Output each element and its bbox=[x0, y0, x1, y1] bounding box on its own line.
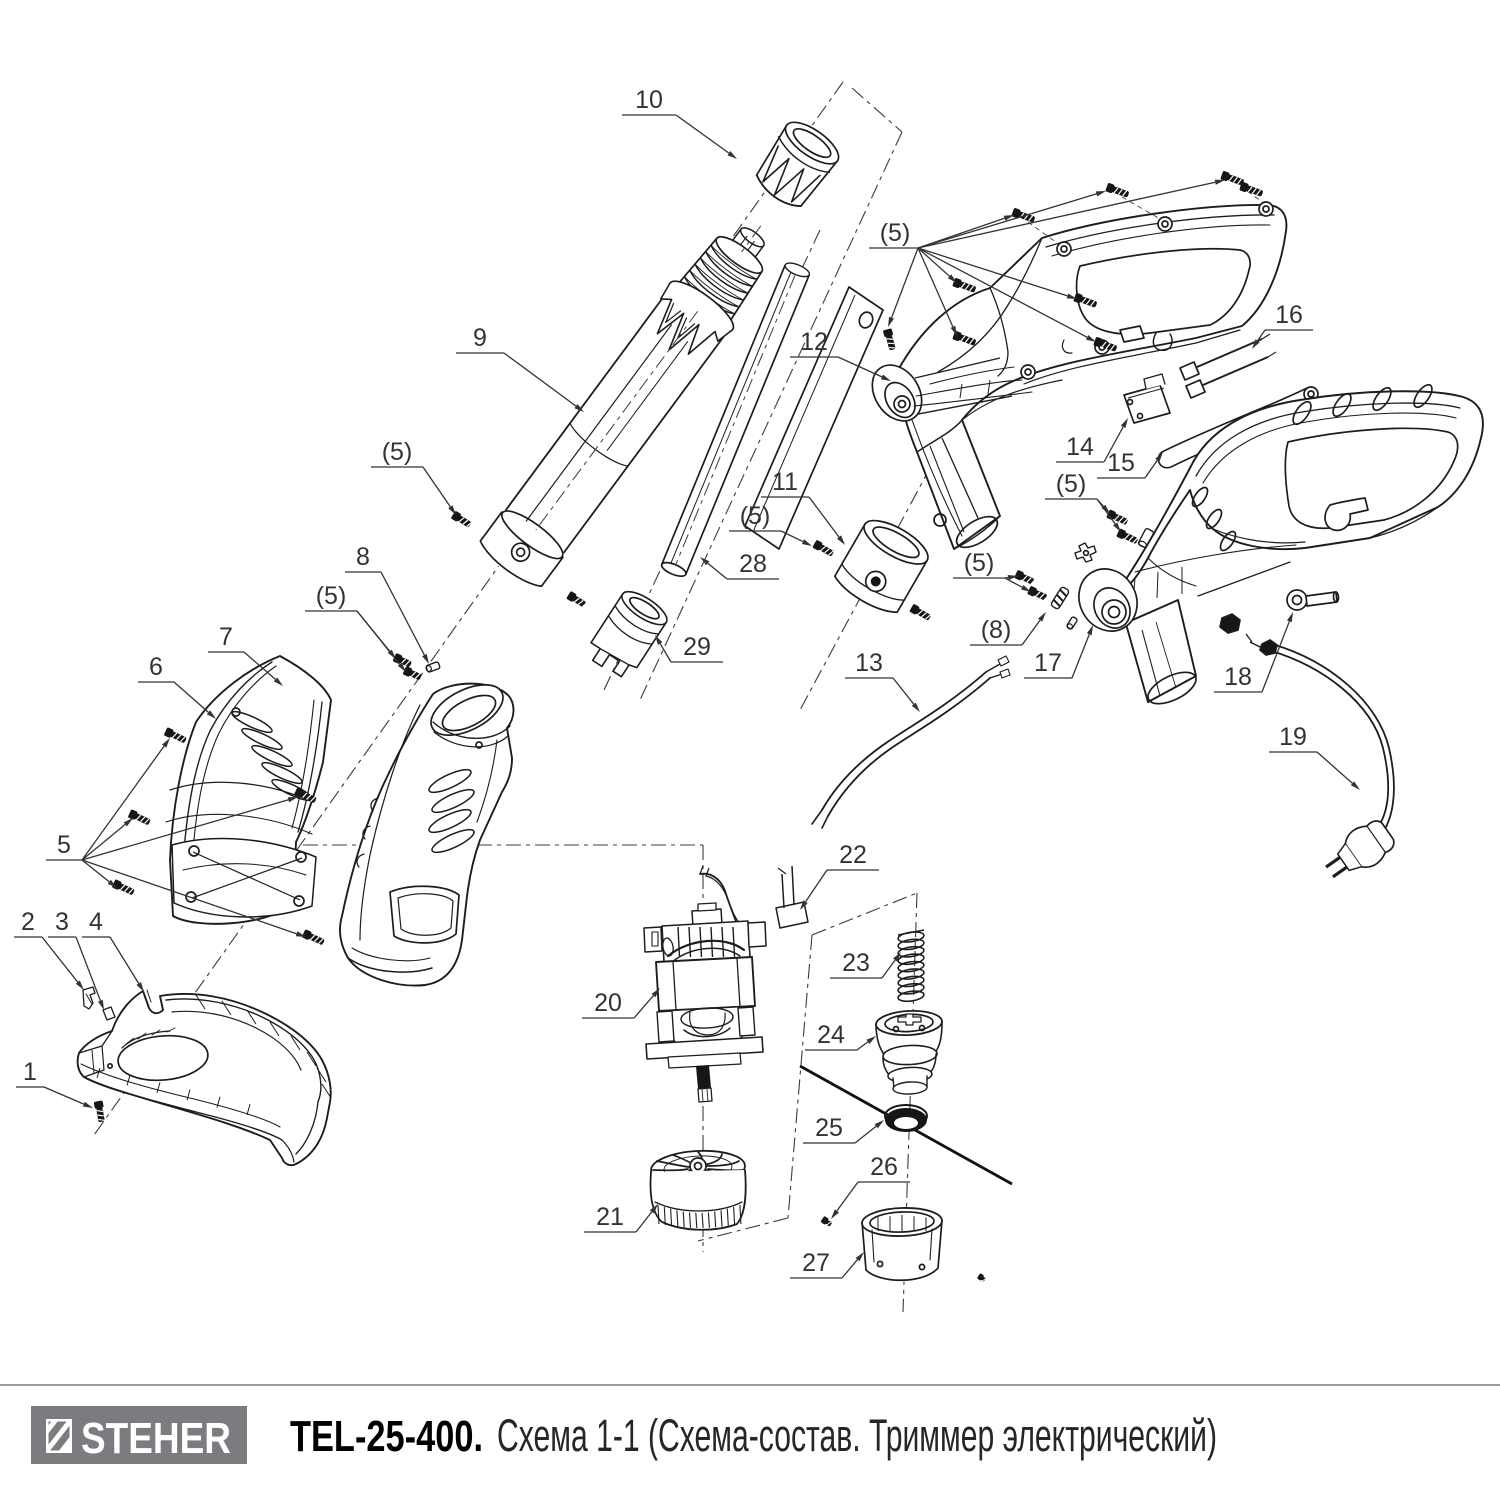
svg-text:12: 12 bbox=[800, 328, 828, 356]
svg-text:STEHER: STEHER bbox=[81, 1414, 231, 1463]
svg-text:5: 5 bbox=[57, 831, 71, 859]
svg-text:(5): (5) bbox=[880, 219, 911, 247]
svg-text:13: 13 bbox=[855, 649, 883, 677]
svg-text:24: 24 bbox=[817, 1021, 845, 1049]
svg-text:(5): (5) bbox=[964, 549, 995, 577]
svg-text:7: 7 bbox=[219, 623, 233, 651]
svg-text:(5): (5) bbox=[316, 582, 347, 610]
svg-text:25: 25 bbox=[815, 1114, 843, 1142]
svg-text:10: 10 bbox=[635, 86, 663, 114]
svg-text:(5): (5) bbox=[382, 438, 413, 466]
svg-text:17: 17 bbox=[1034, 649, 1062, 677]
svg-text:28: 28 bbox=[739, 550, 767, 578]
svg-text:TEL-25-400.: TEL-25-400. bbox=[290, 1412, 483, 1461]
svg-text:21: 21 bbox=[596, 1203, 624, 1231]
svg-text:4: 4 bbox=[89, 908, 103, 936]
svg-text:6: 6 bbox=[149, 653, 163, 681]
svg-text:22: 22 bbox=[839, 841, 867, 869]
svg-text:27: 27 bbox=[802, 1249, 830, 1277]
svg-text:9: 9 bbox=[473, 324, 487, 352]
svg-text:29: 29 bbox=[683, 633, 711, 661]
svg-text:15: 15 bbox=[1107, 449, 1135, 477]
svg-text:19: 19 bbox=[1279, 723, 1307, 751]
svg-text:16: 16 bbox=[1275, 301, 1303, 329]
svg-text:2: 2 bbox=[21, 908, 35, 936]
svg-text:20: 20 bbox=[594, 989, 622, 1017]
svg-text:Схема 1-1 (Схема-состав. Тримм: Схема 1-1 (Схема-состав. Триммер электри… bbox=[497, 1410, 1217, 1461]
svg-text:(5): (5) bbox=[740, 502, 771, 530]
svg-text:3: 3 bbox=[55, 908, 69, 936]
svg-text:26: 26 bbox=[870, 1153, 898, 1181]
svg-text:18: 18 bbox=[1224, 663, 1252, 691]
svg-text:14: 14 bbox=[1066, 433, 1094, 461]
svg-text:(8): (8) bbox=[981, 616, 1012, 644]
svg-text:23: 23 bbox=[842, 949, 870, 977]
svg-text:1: 1 bbox=[23, 1058, 37, 1086]
svg-text:11: 11 bbox=[772, 468, 798, 496]
svg-text:(5): (5) bbox=[1056, 470, 1087, 498]
svg-text:8: 8 bbox=[356, 543, 370, 571]
